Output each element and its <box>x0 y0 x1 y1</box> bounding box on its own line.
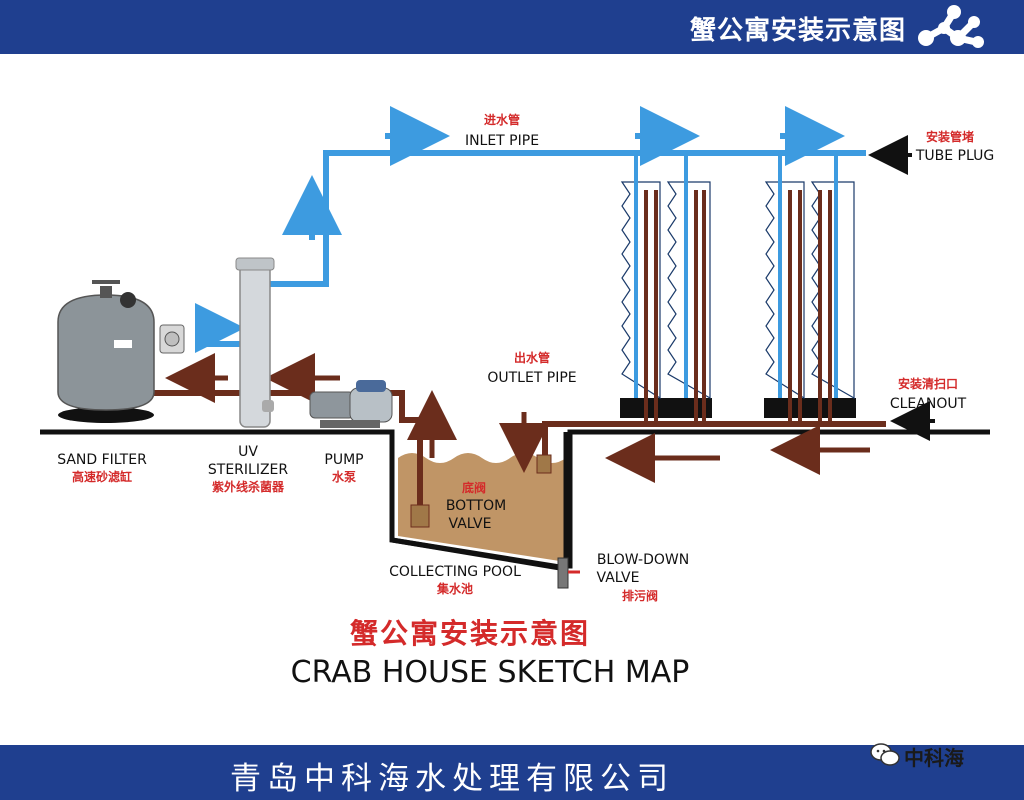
blowdown-label-line2: VALVE <box>597 570 640 586</box>
cleanout-label: CLEANOUT <box>890 396 967 412</box>
collecting-pool-water <box>398 453 566 562</box>
molecule-logo-icon <box>918 5 984 48</box>
sand-filter-label-cn: 高速砂滤缸 <box>72 469 132 484</box>
pump-label: PUMP <box>324 452 363 468</box>
bottom-valve-label-cn: 底阀 <box>462 480 486 495</box>
pump <box>309 380 393 428</box>
sand-filter-label: SAND FILTER <box>57 452 147 468</box>
cleanout-label-cn: 安装清扫口 <box>898 376 958 391</box>
caption-cn: 蟹公寓安装示意图 <box>350 617 590 650</box>
tube-plug-label: TUBE PLUG <box>915 148 994 164</box>
crab-house-tower <box>620 155 712 425</box>
header-title: 蟹公寓安装示意图 <box>689 16 906 46</box>
pump-label-cn: 水泵 <box>332 469 356 484</box>
collecting-pool-wall <box>389 432 569 571</box>
header-bar: 蟹公寓安装示意图 <box>0 0 1024 54</box>
collecting-pool-label-cn: 集水池 <box>436 581 473 596</box>
sand-filter <box>57 280 185 423</box>
outlet-pipe-label-cn: 出水管 <box>514 350 550 365</box>
bottom-valve-label-line1: BOTTOM <box>446 498 506 514</box>
blowdown-label-line1: BLOW-DOWN <box>597 552 689 568</box>
blowdown-label-cn: 排污阀 <box>622 588 658 603</box>
uv-label-cn: 紫外线杀菌器 <box>212 479 285 494</box>
crab-house-diagram: 进水管 INLET PIPE 安装管堵 TUBE PLUG 出水管 OUTLET… <box>40 106 994 690</box>
inlet-pipe-label-cn: 进水管 <box>484 112 520 127</box>
wechat-label: 中科海 <box>904 746 964 770</box>
uv-sterilizer <box>235 257 275 428</box>
uv-label-line1: UV <box>238 444 258 460</box>
caption-en: CRAB HOUSE SKETCH MAP <box>291 655 690 690</box>
blow-down-valve <box>557 557 580 589</box>
uv-label-line2: STERILIZER <box>208 462 289 478</box>
tube-plug-label-cn: 安装管堵 <box>926 129 974 144</box>
inlet-pipe-label: INLET PIPE <box>465 133 539 149</box>
bottom-valve <box>410 504 430 528</box>
wechat-icon <box>870 743 900 766</box>
outlet-pipe-label: OUTLET PIPE <box>487 370 576 386</box>
outlet-strainer <box>536 454 552 474</box>
bottom-valve-label-line2: VALVE <box>449 516 492 532</box>
collecting-pool-label: COLLECTING POOL <box>389 564 521 580</box>
footer-bar: 青岛中科海水处理有限公司 <box>0 745 1024 800</box>
wechat-badge: 中科海 <box>870 740 1020 770</box>
crab-house-tower <box>764 155 856 425</box>
company-name: 青岛中科海水处理有限公司 <box>230 761 674 797</box>
